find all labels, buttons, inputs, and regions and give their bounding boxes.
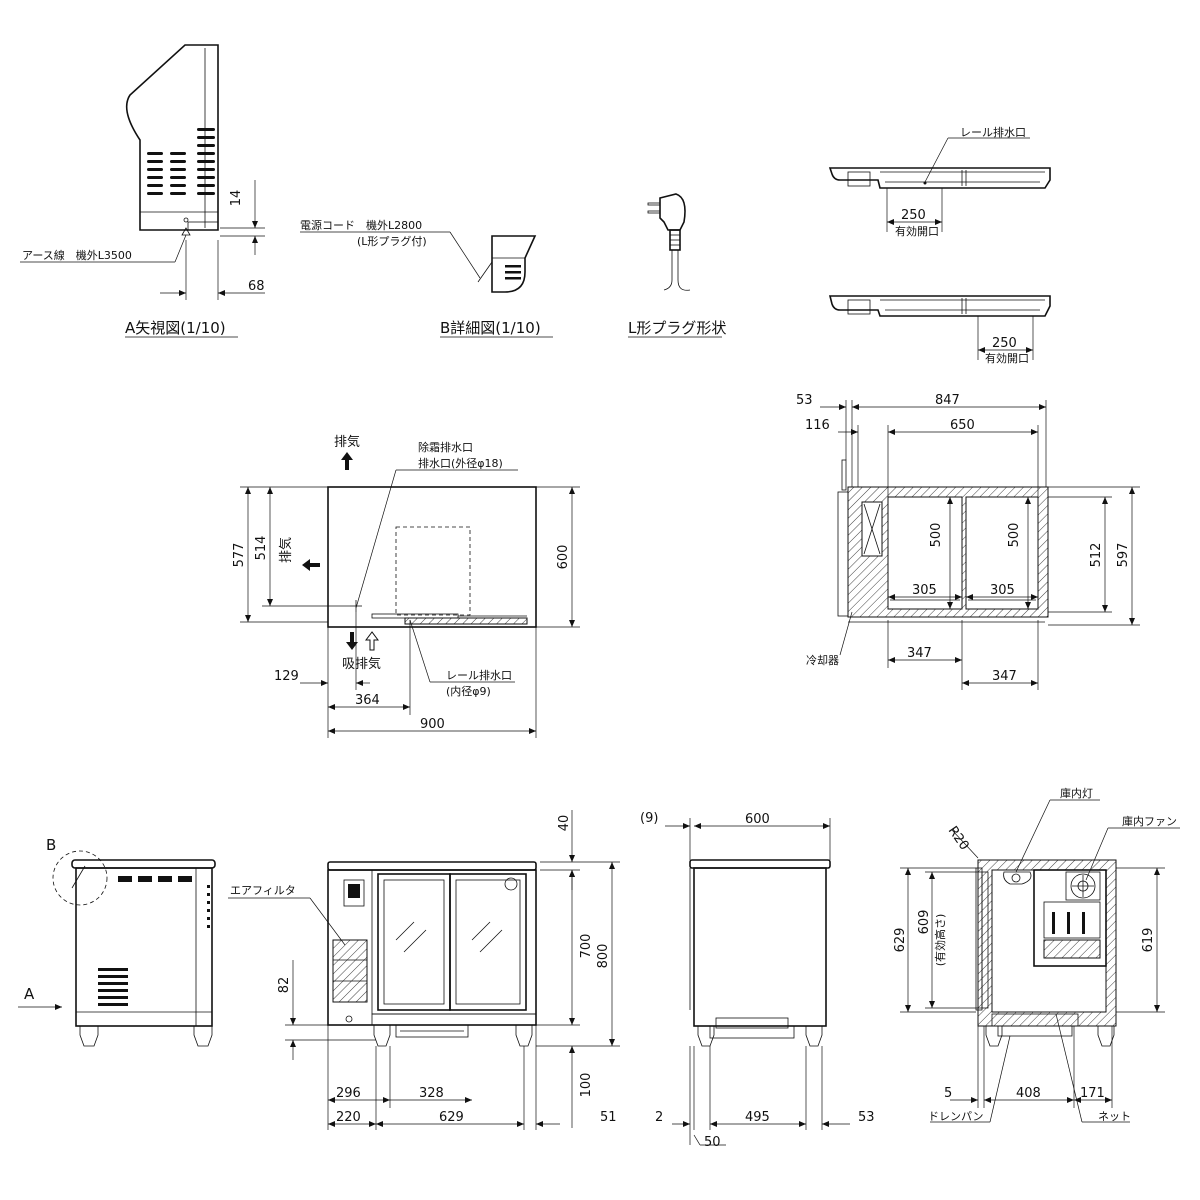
label-effective-opening-1: 有効開口: [895, 224, 939, 238]
label-interior-light: 庫内灯: [1060, 786, 1093, 800]
dim-a-14: 14: [229, 190, 244, 207]
plan-partial-2: [828, 295, 1051, 360]
dim-plan-347a: 347: [907, 646, 932, 661]
front-view: [228, 810, 620, 1130]
dim-top-129: 129: [274, 669, 299, 684]
label-cooler: 冷却器: [806, 654, 839, 667]
label-rail-drain-top: レール排水口: [960, 125, 1026, 139]
dim-cross-629: 629: [893, 928, 908, 953]
plan-partial-1: [828, 137, 1051, 232]
dim-plan-512: 512: [1089, 543, 1104, 568]
view-a-vents: [147, 128, 215, 195]
label-power-cord-sub: (L形プラグ付): [357, 234, 427, 248]
dim-top-577: 577: [232, 543, 247, 568]
dim-plan-847: 847: [935, 393, 960, 408]
dim-front-800: 800: [596, 944, 611, 969]
dim-front-82: 82: [277, 977, 292, 994]
dim-front-629: 629: [439, 1110, 464, 1125]
label-effective-opening-2: 有効開口: [985, 351, 1029, 365]
dim-front-40: 40: [557, 815, 572, 832]
label-effective-height: (有効高さ): [933, 914, 947, 967]
label-drain-outlet: 排水口(外径φ18): [418, 456, 503, 470]
dim-plan-500b: 500: [1007, 523, 1022, 548]
caption-view-a: A矢視図(1/10): [125, 319, 226, 337]
dim-cross-5: 5: [944, 1086, 952, 1101]
dim-front-100: 100: [579, 1073, 594, 1098]
dim-cross-171: 171: [1080, 1086, 1105, 1101]
dim-plan-250b: 250: [992, 336, 1017, 351]
dim-plan-597: 597: [1116, 543, 1131, 568]
dim-plan-347b: 347: [992, 669, 1017, 684]
label-interior-fan: 庫内ファン: [1122, 814, 1177, 828]
dim-plan-500a: 500: [929, 523, 944, 548]
side-view: [665, 818, 850, 1146]
dim-cross-408: 408: [1016, 1086, 1041, 1101]
l-plug-drawing: [647, 193, 691, 291]
cross-section: [900, 799, 1180, 1123]
dim-side-50: 50: [704, 1135, 721, 1150]
dim-side-600: 600: [745, 812, 770, 827]
side-view-left: [18, 850, 216, 1047]
dim-cross-r20: R20: [945, 824, 972, 854]
label-rail-drain-sub: (内径φ9): [446, 684, 491, 698]
label-drain-pan: ドレンパン: [928, 1110, 984, 1123]
dim-front-220: 220: [336, 1110, 361, 1125]
label-net: ネット: [1098, 1110, 1131, 1123]
dim-top-364: 364: [355, 693, 380, 708]
dim-side-53: 53: [858, 1110, 875, 1125]
label-earth-wire: アース線 機外L3500: [22, 248, 132, 262]
dim-front-700: 700: [579, 934, 594, 959]
dim-plan-305b: 305: [990, 583, 1015, 598]
dim-side-9: (9): [640, 811, 658, 826]
dim-front-51: 51: [600, 1110, 617, 1125]
dim-top-900: 900: [420, 717, 445, 732]
dim-top-600: 600: [556, 545, 571, 570]
dim-cross-619: 619: [1141, 928, 1156, 953]
label-arrow-a: A: [24, 985, 35, 1003]
dim-plan-53: 53: [796, 393, 813, 408]
label-defrost-drain: 除霜排水口: [418, 440, 473, 454]
caption-plug: L形プラグ形状: [628, 319, 726, 337]
dim-top-514: 514: [254, 536, 269, 561]
plan-section: [820, 400, 1140, 690]
label-air-filter: エアフィルタ: [230, 884, 296, 897]
dim-plan-250a: 250: [901, 208, 926, 223]
dim-a-68: 68: [248, 279, 265, 294]
dim-plan-650: 650: [950, 418, 975, 433]
label-rail-drain: レール排水口: [446, 668, 512, 682]
dim-side-495: 495: [745, 1110, 770, 1125]
dim-cross-609: 609: [917, 910, 932, 935]
label-power-cord: 電源コード 機外L2800: [300, 218, 422, 232]
label-intake-exhaust: 吸排気: [342, 656, 381, 672]
dim-front-328: 328: [419, 1086, 444, 1101]
dim-front-296: 296: [336, 1086, 361, 1101]
label-exhaust-side: 排気: [278, 537, 294, 563]
caption-view-b: B詳細図(1/10): [440, 319, 541, 337]
top-view: [240, 452, 580, 738]
view-a-drawing: [20, 44, 265, 300]
dim-side-2: 2: [655, 1110, 663, 1125]
dim-plan-305a: 305: [912, 583, 937, 598]
view-b-drawing: [300, 231, 537, 293]
dim-plan-116: 116: [805, 418, 830, 433]
label-detail-b: B: [46, 836, 56, 854]
label-exhaust-top: 排気: [334, 434, 360, 450]
